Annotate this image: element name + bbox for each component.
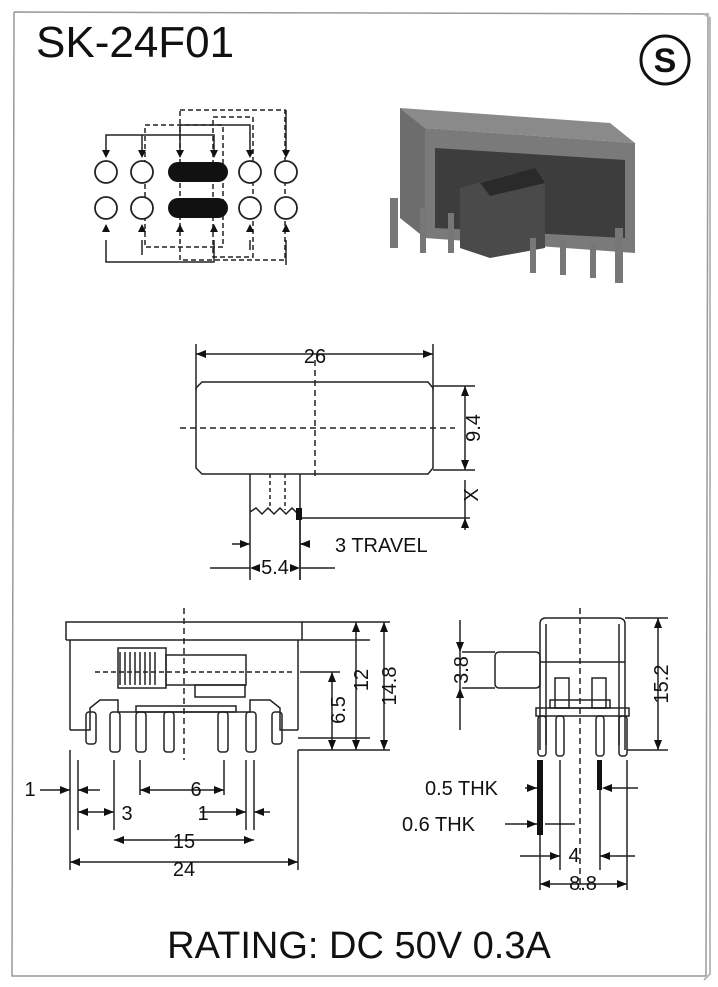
dim-1-pitch: 1 — [197, 803, 208, 825]
side-view-drawing: 3.8 15.2 0.5 THK 0.6 THK 4 8.8 — [402, 608, 673, 895]
logo-letter: S — [654, 42, 677, 80]
dim-4: 4 — [568, 845, 579, 867]
product-render — [390, 108, 635, 283]
dim-3: 3 — [121, 803, 132, 825]
dim-3-8: 3.8 — [451, 656, 473, 684]
travel-label: 3 TRAVEL — [335, 535, 428, 557]
pin-circle — [238, 196, 262, 220]
dim-15-2: 15.2 — [651, 665, 673, 704]
dim-15: 15 — [173, 831, 195, 853]
pin-circle — [274, 160, 298, 184]
dim-12: 12 — [351, 669, 373, 691]
dim-1-left: 1 — [24, 779, 35, 801]
slider-contact-bottom — [168, 198, 228, 218]
pin-circle — [130, 196, 154, 220]
dim-05-thk: 0.5 THK — [425, 778, 499, 800]
pin-circle — [94, 196, 118, 220]
front-view-drawing: 6.5 12 14.8 1 3 6 1 15 24 — [24, 608, 401, 881]
model-title: SK-24F01 — [36, 18, 235, 67]
dim-6-5: 6.5 — [328, 696, 350, 724]
dim-24: 24 — [173, 859, 195, 881]
top-height-label: 9.4 — [463, 414, 485, 442]
pin-contacts — [94, 160, 298, 220]
pin-circle — [238, 160, 262, 184]
dim-06-thk: 0.6 THK — [402, 814, 476, 836]
pin-circle — [94, 160, 118, 184]
pin-layout-diagram — [94, 109, 298, 265]
dim-8-8: 8.8 — [569, 873, 597, 895]
brand-logo: S — [639, 34, 691, 86]
pin-circle — [130, 160, 154, 184]
top-view-drawing: 26 9.4 X 3 TRAVEL 5.4 — [180, 344, 485, 580]
x-label: X — [461, 488, 483, 501]
dim-14-8: 14.8 — [379, 667, 401, 706]
dim-6: 6 — [190, 779, 201, 801]
slider-contact-top — [168, 162, 228, 182]
pin-circle — [274, 196, 298, 220]
actuator-width-label: 5.4 — [261, 557, 289, 579]
rating-text: RATING: DC 50V 0.3A — [167, 925, 551, 967]
top-width-label: 26 — [304, 346, 326, 368]
